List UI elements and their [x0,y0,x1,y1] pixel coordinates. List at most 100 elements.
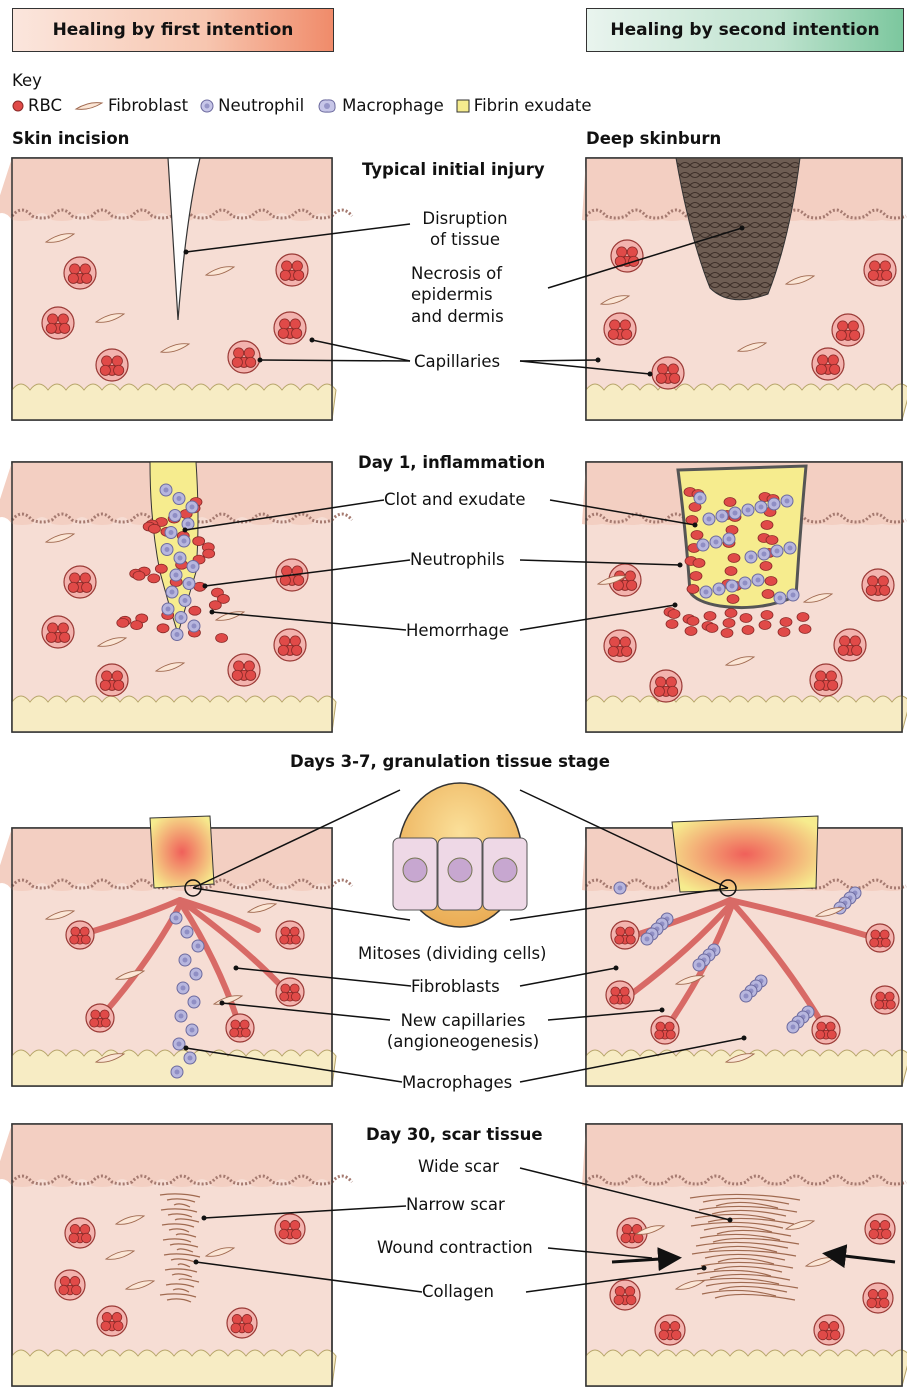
rbc [625,927,634,936]
rbc [656,1022,665,1031]
rbc [100,1010,109,1019]
rbc [280,992,289,1001]
capillary [655,1315,685,1345]
rbc [148,574,160,583]
neutrophil-nucleus [704,590,709,595]
rbc [241,1028,250,1037]
rbc [797,613,809,622]
rbc [610,995,619,1004]
rbc [60,1276,70,1286]
epidermis [0,1124,332,1187]
rbc [60,323,70,333]
neutrophil-nucleus [762,552,767,557]
rbc [830,1330,840,1340]
rbc [666,620,678,629]
capillary [812,348,844,380]
rbc [291,992,300,1001]
label-new-capillaries: New capillaries(angioneogenesis) [378,1010,548,1053]
capillary [810,664,842,696]
capillary [606,981,634,1009]
rbc [216,634,228,643]
neutrophil-nucleus [791,593,796,598]
rbc [68,273,78,283]
rbc [101,1018,110,1027]
neutrophil-nucleus [179,615,184,620]
leader-dot [614,966,619,971]
rbc [70,935,79,944]
capillary [864,254,896,286]
rbc [232,357,242,367]
label-capillaries: Capillaries [414,351,500,372]
neutrophil-nucleus [697,963,702,968]
label-collagen: Collagen [422,1281,494,1302]
rbc [723,619,735,628]
neutrophil-nucleus [175,632,180,637]
rbc [281,927,290,936]
capillary [651,1016,679,1044]
neutrophil-nucleus [190,1028,195,1033]
epidermis [582,1124,902,1187]
rbc [668,686,678,696]
rbc [868,270,878,280]
rbc [626,1295,636,1305]
rbc [850,636,860,646]
rbc [870,938,879,947]
panel-3-0 [0,1124,352,1386]
neutrophil-nucleus [183,958,188,963]
rbc [666,1030,675,1039]
capillary [611,921,639,949]
neutrophil-nucleus [177,1042,182,1047]
rbc [290,636,300,646]
rbc [232,670,242,680]
rbc [816,364,826,374]
rbc [71,1285,81,1295]
rbc [760,562,772,571]
neutrophil-nucleus [179,1014,184,1019]
rbc [80,1224,90,1234]
rbc [666,677,676,687]
rbc [100,365,110,375]
rbc [620,320,630,330]
rbc [81,1233,91,1243]
capillary [863,1283,893,1313]
rbc [870,1220,880,1230]
rbc [879,1298,889,1308]
rbc [102,671,112,681]
rbc [620,987,629,996]
rbc [724,498,736,507]
neutrophil-nucleus [177,496,182,501]
rbc [231,1323,241,1333]
capillary [64,257,96,289]
neutrophil-nucleus [645,937,650,942]
neutrophil-nucleus [169,530,174,535]
rbc [279,1229,289,1239]
neutrophil-nucleus [717,587,722,592]
rbc [80,573,90,583]
capillary [66,921,94,949]
rbc [90,1018,99,1027]
leader-dot [194,1260,199,1265]
rbc [280,935,289,944]
rbc [114,680,124,690]
rbc [71,927,80,936]
rbc [82,273,92,283]
rbc [290,927,299,936]
rbc [878,576,888,586]
rbc [759,621,771,630]
capillary [65,1218,95,1248]
fat-layer [12,1350,336,1386]
scab-right [672,816,818,892]
rbc [131,621,143,630]
neutrophil-nucleus [698,496,703,501]
rbc [868,1289,878,1299]
rbc [819,1321,829,1331]
rbc [838,645,848,655]
rbc [68,582,78,592]
rbc [189,606,201,615]
rbc [242,1314,252,1324]
stage-title-day1: Day 1, inflammation [358,452,545,473]
leader-dot [596,358,601,363]
rbc [761,611,773,620]
rbc [280,1220,290,1230]
rbc [46,323,56,333]
